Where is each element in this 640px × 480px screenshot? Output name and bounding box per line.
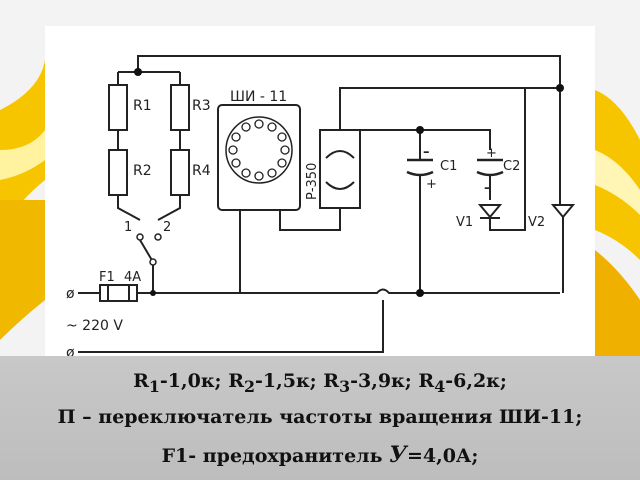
c1-plus: + xyxy=(426,177,437,192)
c2-plus: + xyxy=(486,146,497,161)
label-r1: R1 xyxy=(133,98,152,114)
label-c2: C2 xyxy=(503,159,520,174)
switch-label-2: 2 xyxy=(163,220,171,235)
c1-minus: – xyxy=(423,145,430,160)
c2-minus: – xyxy=(484,181,491,196)
label-v2: V2 xyxy=(528,215,545,230)
terminal-symbol-2: ø xyxy=(66,345,75,361)
label-v1: V1 xyxy=(456,215,473,230)
junction-dots xyxy=(134,68,564,297)
fuse-f1 xyxy=(99,284,138,302)
label-c1: C1 xyxy=(440,159,457,174)
diode-v1 xyxy=(477,204,503,219)
label-r2: R2 xyxy=(133,163,152,179)
terminal-symbol-1: ø xyxy=(66,286,75,302)
label-r4: R4 xyxy=(192,163,211,179)
switch-label-1: 1 xyxy=(124,220,132,235)
caption-switch-description: П – переключатель частоты вращения ШИ-11… xyxy=(57,406,583,428)
resistor-r1 xyxy=(108,84,128,131)
resistor-r3 xyxy=(170,84,190,131)
relay-label: Р-350 xyxy=(305,163,320,200)
resistor-r4 xyxy=(170,149,190,196)
switch-contact-1 xyxy=(136,233,144,241)
motor-pins xyxy=(228,119,290,181)
caption-panel: R1-1,0к; R2-1,5к; R3-3,9к; R4-6,2к; П – … xyxy=(0,356,640,480)
switch-pivot xyxy=(149,258,157,266)
relay-p350 xyxy=(319,129,361,209)
fuse-label: F1 xyxy=(99,270,115,285)
switch-contact-2 xyxy=(154,233,162,241)
resistor-r2 xyxy=(108,149,128,196)
supply-label: ~ 220 V xyxy=(66,318,123,334)
fuse-rating: 4A xyxy=(124,270,141,285)
caption-fuse-description: F1- предохранитель У=4,0А; xyxy=(161,442,479,468)
motor-label: ШИ - 11 xyxy=(230,89,287,105)
label-r3: R3 xyxy=(192,98,211,114)
caption-resistor-values: R1-1,0к; R2-1,5к; R3-3,9к; R4-6,2к; xyxy=(133,370,507,396)
